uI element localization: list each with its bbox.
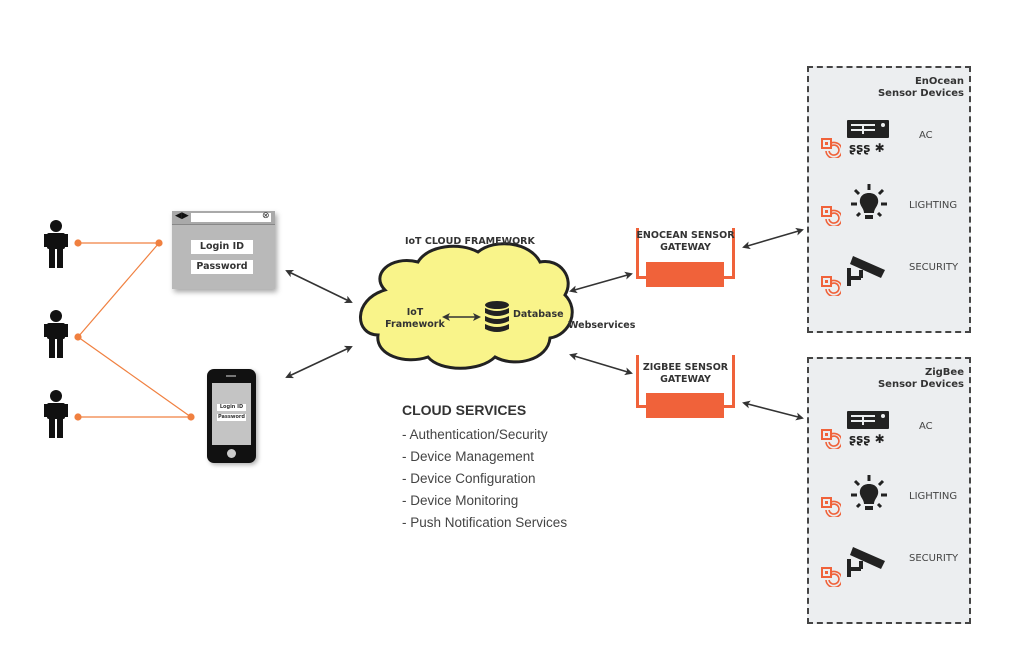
device-label: AC	[919, 130, 933, 141]
login-window: ◀▶ ⊗ Login ID Password	[172, 211, 275, 289]
arrow-zigbee-devices	[742, 400, 804, 421]
cloud-service-item: - Device Management	[402, 449, 535, 464]
arrow-cloud-enocean	[569, 271, 633, 294]
sensor-tag-icon	[821, 206, 843, 230]
sensor-tag-icon	[821, 429, 843, 453]
cloud-framework-title: IoT CLOUD FRAMEWORK	[405, 236, 535, 247]
zigbee-gateway-device	[636, 355, 735, 418]
iot-framework-label: IoT Framework	[385, 307, 445, 331]
address-field[interactable]	[191, 213, 271, 222]
sensor-tag-icon	[821, 567, 843, 591]
light-bulb-icon	[849, 184, 889, 228]
device-label: SECURITY	[909, 553, 959, 564]
zigbee-gateway-label: ZIGBEE SENSOR GATEWAY	[636, 362, 735, 386]
cloud-services-list: CLOUD SERVICES - Authentication/Security…	[402, 402, 567, 534]
sensor-tag-icon	[821, 138, 843, 162]
gateway-label-line1: ENOCEAN SENSOR	[636, 230, 735, 241]
device-item: ʂʂʂ ✱ AC	[809, 409, 969, 459]
smartphone: Login ID Password	[207, 369, 256, 463]
login-id-field[interactable]: Login ID	[191, 240, 253, 254]
security-camera-icon	[847, 254, 887, 292]
user-connectors	[74, 239, 195, 421]
device-item: SECURITY	[809, 543, 969, 593]
window-titlebar: ◀▶ ⊗	[172, 211, 275, 225]
arrow-phone-cloud	[285, 345, 353, 379]
connector-line	[77, 336, 192, 418]
webservices-label: Webservices	[568, 320, 636, 331]
device-group-title-line2: Sensor Devices	[877, 379, 964, 390]
connector-dot	[74, 413, 82, 421]
iot-framework-line2: Framework	[385, 319, 445, 330]
close-icon[interactable]: ⊗	[262, 211, 270, 221]
enocean-gateway-label: ENOCEAN SENSOR GATEWAY	[636, 230, 735, 254]
security-camera-icon	[847, 545, 887, 583]
gateway-label-line2: GATEWAY	[660, 242, 711, 253]
phone-screen: Login ID Password	[212, 383, 251, 445]
phone-login-id-field[interactable]: Login ID	[217, 404, 246, 411]
cloud-service-item: - Device Configuration	[402, 471, 536, 486]
cloud-service-item: - Authentication/Security	[402, 427, 548, 442]
back-forward-icon[interactable]: ◀▶	[175, 211, 189, 221]
database-label: Database	[513, 309, 564, 320]
device-item: ʂʂʂ ✱ AC	[809, 118, 969, 168]
cloud-service-item: - Device Monitoring	[402, 493, 519, 508]
connector-line	[77, 242, 160, 338]
connector-dot	[155, 239, 163, 247]
iot-framework-line1: IoT	[406, 307, 424, 318]
cloud-services-title: CLOUD SERVICES	[402, 402, 527, 418]
connector-dot	[187, 413, 195, 421]
connector-dot	[74, 239, 82, 247]
user-icon	[44, 390, 68, 438]
light-bulb-icon	[849, 475, 889, 519]
sensor-tag-icon	[821, 497, 843, 521]
svg-text:ʂʂʂ ✱: ʂʂʂ ✱	[849, 432, 885, 446]
sensor-tag-icon	[821, 276, 843, 300]
phone-speaker	[226, 375, 236, 377]
user-icon	[44, 310, 68, 358]
connector-dot	[74, 333, 82, 341]
password-field[interactable]: Password	[191, 260, 253, 274]
svg-text:ʂʂʂ ✱: ʂʂʂ ✱	[849, 141, 885, 155]
user-icon	[44, 220, 68, 268]
device-label: LIGHTING	[909, 491, 958, 502]
enocean-gateway-device	[636, 228, 735, 287]
device-label: SECURITY	[909, 262, 959, 273]
device-item: SECURITY	[809, 252, 969, 302]
gateway-label-line1: ZIGBEE SENSOR	[642, 362, 729, 373]
arrow-login-cloud	[285, 270, 353, 303]
gateway-label-line2: GATEWAY	[660, 374, 711, 385]
device-item: LIGHTING	[809, 184, 969, 236]
cloud-service-item: - Push Notification Services	[402, 515, 568, 530]
database-icon	[485, 301, 509, 332]
cloud-shape	[359, 242, 574, 370]
ac-unit-icon: ʂʂʂ ✱	[847, 120, 893, 160]
device-group-title-line2: Sensor Devices	[877, 88, 964, 99]
device-item: LIGHTING	[809, 475, 969, 527]
device-label: LIGHTING	[909, 200, 958, 211]
arrow-enocean-devices	[742, 227, 804, 250]
arrow-cloud-zigbee	[569, 352, 633, 376]
home-button	[227, 449, 236, 458]
ac-unit-icon: ʂʂʂ ✱	[847, 411, 893, 451]
device-label: AC	[919, 421, 933, 432]
phone-password-field[interactable]: Password	[217, 414, 246, 421]
device-group-title-line1: ZigBee	[924, 367, 964, 378]
device-group-title-line1: EnOcean	[914, 76, 964, 87]
